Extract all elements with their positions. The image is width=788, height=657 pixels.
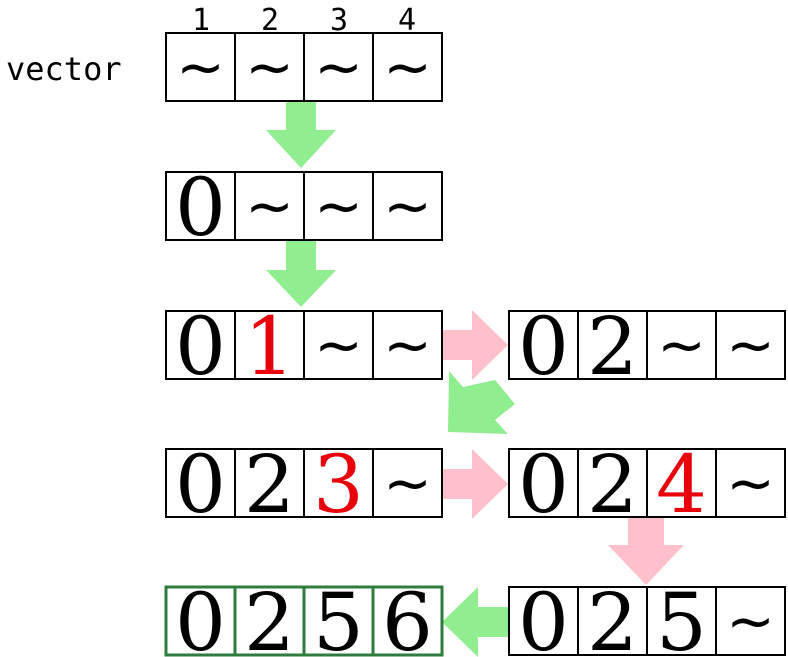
vector-cell — [303, 310, 374, 380]
transition-arrow-4 — [448, 371, 515, 434]
vector-cell — [646, 586, 717, 656]
cell-value: 2 — [587, 576, 638, 657]
vector-cell — [646, 310, 717, 380]
empty-cell-value: ~ — [383, 449, 432, 517]
vector-cell — [508, 586, 579, 656]
empty-cell-value: ~ — [176, 33, 225, 101]
cell-value: 2 — [244, 438, 295, 531]
index-label-4: 4 — [398, 3, 416, 38]
vector-cell — [234, 171, 305, 241]
empty-cell-value: ~ — [383, 172, 432, 240]
vector-step-2: 0 ~ ~ ~ — [165, 161, 443, 254]
vector-cell — [372, 448, 443, 518]
vector-cell — [646, 448, 717, 518]
cell-value: 0 — [175, 161, 226, 254]
vector-cell — [302, 585, 375, 657]
vector-cell — [372, 32, 443, 102]
arrows — [266, 102, 684, 657]
cell-value: 0 — [518, 438, 569, 531]
transition-arrow-1 — [266, 102, 336, 168]
index-label-2: 2 — [261, 3, 279, 38]
empty-cell-value: ~ — [245, 33, 294, 101]
transition-arrow-3 — [442, 310, 508, 380]
empty-cell-value: ~ — [314, 33, 363, 101]
vector-cell — [371, 585, 444, 657]
changed-cell-value: 3 — [313, 438, 364, 531]
empty-cell-value: ~ — [726, 587, 775, 655]
vector-cell — [234, 310, 305, 380]
cell-value: 0 — [175, 438, 226, 531]
cell-value: 2 — [244, 576, 295, 657]
vector-cell — [234, 448, 305, 518]
vector-cell — [372, 310, 443, 380]
vector-cell — [303, 32, 374, 102]
empty-cell-value: ~ — [245, 172, 294, 240]
index-label-3: 3 — [330, 3, 348, 38]
cell-value: 6 — [382, 576, 433, 657]
vector-cell — [715, 310, 786, 380]
cell-value: 0 — [175, 300, 226, 393]
cell-value: 0 — [518, 300, 569, 393]
transition-arrow-5 — [442, 449, 508, 519]
cell-value: 5 — [656, 576, 707, 657]
empty-cell-value: ~ — [726, 311, 775, 379]
empty-cell-value: ~ — [314, 311, 363, 379]
vector-cell — [303, 448, 374, 518]
index-label-1: 1 — [192, 3, 210, 38]
transition-arrow-2 — [266, 241, 336, 307]
vector-cell — [164, 585, 237, 657]
vector-cell — [508, 448, 579, 518]
vector-cell — [165, 448, 236, 518]
transition-arrow-6 — [608, 518, 684, 585]
vector-cell — [234, 32, 305, 102]
cell-value: 0 — [518, 576, 569, 657]
cell-value: 2 — [587, 438, 638, 531]
vector-cell — [715, 448, 786, 518]
empty-cell-value: ~ — [657, 311, 706, 379]
vector-cell — [715, 586, 786, 656]
cell-value: 2 — [587, 300, 638, 393]
vector-step-1: ~ ~ ~ ~ — [165, 32, 443, 102]
empty-cell-value: ~ — [383, 33, 432, 101]
vector-label: vector — [6, 50, 122, 88]
vector-cell — [372, 171, 443, 241]
vector-cell — [577, 448, 648, 518]
vector-cell — [165, 310, 236, 380]
empty-cell-value: ~ — [726, 449, 775, 517]
changed-cell-value: 4 — [656, 438, 707, 531]
empty-cell-value: ~ — [314, 172, 363, 240]
cell-value: 5 — [313, 576, 364, 657]
vector-cell — [508, 310, 579, 380]
cell-value: 0 — [175, 576, 226, 657]
index-labels: 1 2 3 4 — [192, 3, 416, 38]
transition-arrow-7 — [442, 587, 508, 657]
changed-cell-value: 1 — [244, 300, 295, 393]
empty-cell-value: ~ — [383, 311, 432, 379]
